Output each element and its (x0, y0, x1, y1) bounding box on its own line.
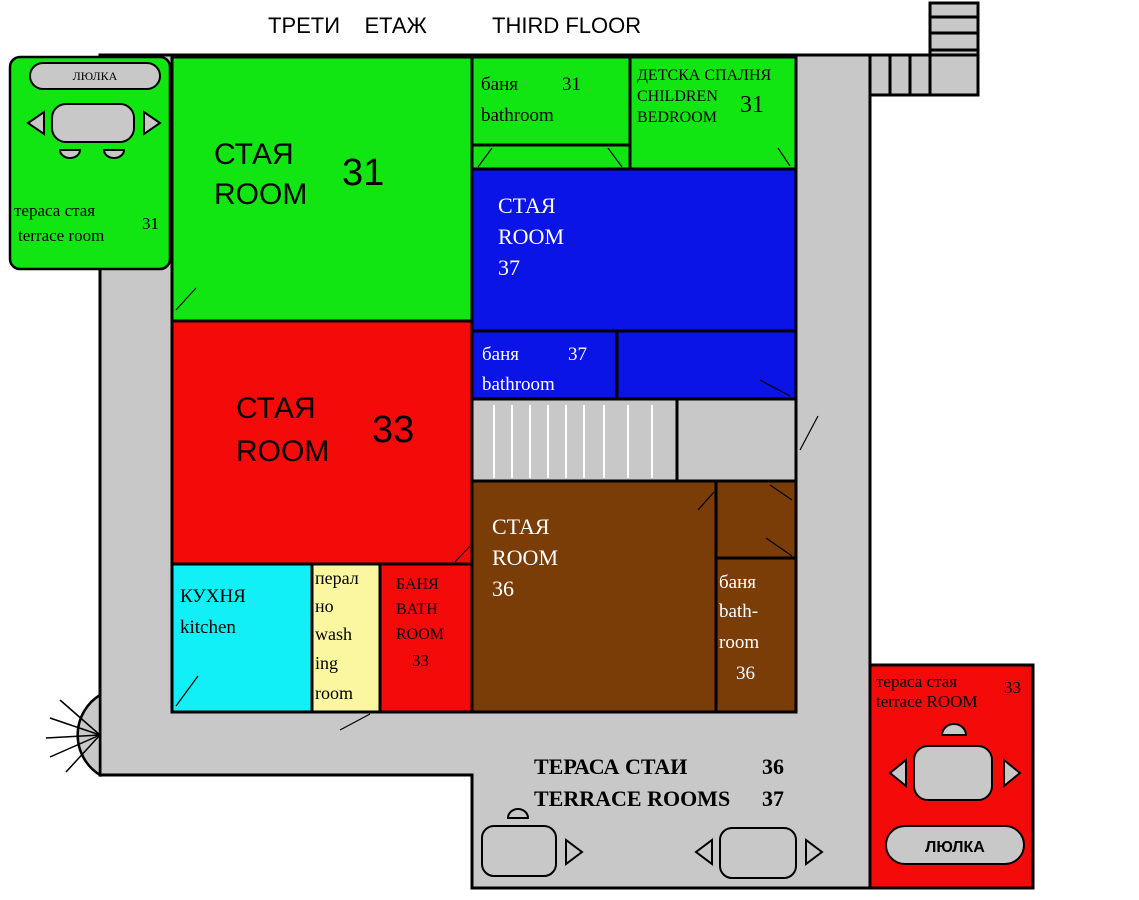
internal-stairs (470, 397, 798, 483)
terrace-31: ЛЮЛКА тераса стая terrace room 31 (8, 55, 172, 271)
children-bedroom-label-3: BEDROOM (637, 109, 717, 126)
bathroom-36-label-3: room (719, 632, 759, 653)
bathroom-31-number: 31 (562, 74, 581, 95)
bathroom-33-number: 33 (412, 651, 429, 670)
room-31-number: 31 (342, 152, 384, 194)
terrace-rooms-number-36: 36 (762, 754, 784, 779)
kitchen-label-2: kitchen (180, 617, 236, 638)
laundry-room: перал но wash ing room (310, 562, 382, 714)
room-31-label-1: СТАЯ (214, 138, 294, 171)
bathroom-33-label-2: BATH (396, 601, 438, 618)
laundry-label-1: перал (315, 568, 359, 588)
terrace-31-label-2: terrace room (18, 226, 104, 245)
bathroom-36-number: 36 (736, 663, 755, 684)
terrace-31-label-1: тераса стая (14, 201, 95, 220)
room-37-label-2: ROOM (498, 224, 564, 249)
children-bedroom-label-2: CHILDREN (637, 88, 718, 105)
bathroom-37-number: 37 (568, 344, 587, 365)
laundry-label-4: ing (315, 653, 338, 673)
bathroom-33: БАНЯ BATH ROOM 33 (378, 562, 474, 714)
room-36-label-2: ROOM (492, 545, 558, 570)
room-37-closet (615, 329, 798, 401)
room-36: СТАЯ ROOM 36 (470, 479, 718, 714)
room-33-label-1: СТАЯ (236, 392, 316, 425)
terrace-33: тераса стая terrace ROOM 33 ЛЮЛКА (868, 663, 1035, 890)
bathroom-37-label-1: баня (482, 344, 519, 365)
kitchen-label-1: КУХНЯ (180, 586, 246, 607)
bathroom-31-label-2: bathroom (481, 105, 554, 126)
terrace-33-label-2: terrace ROOM (876, 692, 978, 711)
kitchen: КУХНЯ kitchen (170, 562, 314, 714)
bathroom-37-label-2: bathroom (482, 374, 555, 395)
title-bg: ТРЕТИ ЕТАЖ (268, 13, 428, 38)
children-bedroom-31: ДЕТСКА СПАЛНЯ CHILDREN BEDROOM 31 (628, 55, 798, 171)
room-33: СТАЯ ROOM 33 (170, 319, 474, 566)
bathroom-31: баня 31 bathroom (470, 55, 632, 171)
room-37-label-1: СТАЯ (498, 193, 556, 218)
terrace-rooms-number-37: 37 (762, 786, 784, 811)
bathroom-37: баня 37 bathroom (470, 329, 619, 401)
laundry-label-5: room (315, 683, 353, 703)
room-37-number: 37 (498, 255, 520, 280)
stairs-top-right (866, 1, 980, 97)
terrace-rooms-label-2: TERRACE ROOMS (534, 786, 730, 811)
room-36-number: 36 (492, 576, 514, 601)
title-en: THIRD FLOOR (492, 13, 641, 38)
laundry-label-2: но (315, 596, 334, 616)
bathroom-36-label-1: баня (719, 572, 756, 593)
bathroom-31-label-1: баня (481, 74, 518, 95)
room-31-label-2: ROOM (214, 178, 307, 211)
room-33-number: 33 (372, 409, 414, 451)
children-bedroom-number: 31 (740, 92, 764, 118)
children-bedroom-label-1: ДЕТСКА СПАЛНЯ (637, 67, 772, 84)
bathroom-36: баня bath- room 36 (714, 479, 798, 714)
laundry-label-3: wash (315, 624, 352, 644)
room-36-label-1: СТАЯ (492, 514, 550, 539)
bathroom-33-label-1: БАНЯ (396, 576, 439, 593)
terrace-33-swing: ЛЮЛКА (925, 839, 985, 856)
terrace-31-swing: ЛЮЛКА (73, 69, 118, 83)
room-33-label-2: ROOM (236, 435, 329, 468)
terrace-33-label-1: тераса стая (876, 672, 957, 691)
room-37: СТАЯ ROOM 37 (470, 167, 798, 333)
room-31: СТАЯ ROOM 31 (170, 55, 474, 323)
bathroom-33-label-3: ROOM (396, 626, 444, 643)
bathroom-36-label-2: bath- (719, 601, 758, 622)
terrace-rooms-36-37: ТЕРАСА СТАИ TERRACE ROOMS 36 37 (481, 754, 824, 879)
spiral-stair (45, 692, 102, 778)
terrace-33-number: 33 (1004, 678, 1021, 697)
terrace-rooms-label-1: ТЕРАСА СТАИ (534, 754, 687, 779)
terrace-31-number: 31 (142, 214, 159, 233)
